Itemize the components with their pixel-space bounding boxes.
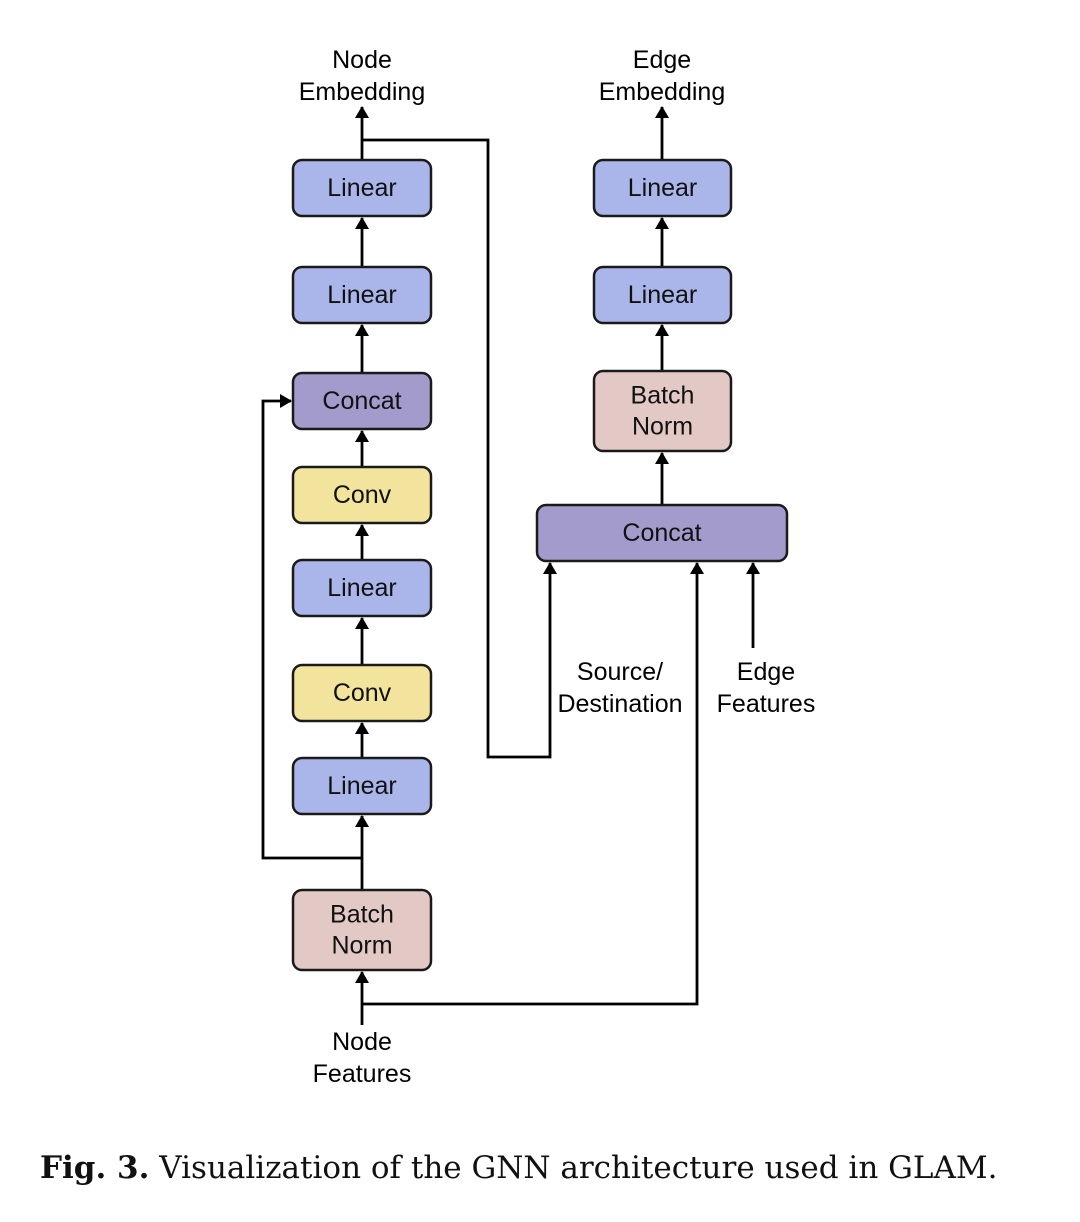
figure-caption: Fig. 3. Visualization of the GNN archite… <box>40 1150 1060 1186</box>
node-batch-norm-box <box>291 888 433 972</box>
node-linear-3-block: Linear <box>291 265 433 325</box>
node-embedding-label: Embedding <box>299 78 425 106</box>
node-linear-2-label: Linear <box>327 574 397 602</box>
gnn-architecture-diagram: BatchNormLinearConvLinearConvConcatLinea… <box>261 46 816 1088</box>
node-conv-2-box <box>291 465 433 525</box>
node-concat-block: Concat <box>291 371 433 431</box>
caption-prefix: Fig. 3. <box>40 1150 150 1186</box>
node-linear-2-block: Linear <box>291 558 433 618</box>
node-linear-1-label: Linear <box>327 772 397 800</box>
node-conv-1-label: Conv <box>333 679 392 707</box>
edge-features-label: Features <box>717 690 816 718</box>
node-conv-1-box <box>291 663 433 723</box>
node-concat-box <box>291 371 433 431</box>
edge-linear-1-block: Linear <box>592 265 733 325</box>
arrow-node-embedding-to-edge-concat <box>362 138 557 759</box>
node-linear-4-label: Linear <box>327 174 397 202</box>
blocks: BatchNormLinearConvLinearConvConcatLinea… <box>291 158 789 972</box>
edge-embedding-label: Embedding <box>599 78 725 106</box>
node-conv-2-label: Conv <box>333 481 392 509</box>
node-conv-1-block: Conv <box>291 663 433 723</box>
edge-linear-2-block: Linear <box>592 158 733 218</box>
node-linear-1-block: Linear <box>291 756 433 816</box>
node-linear-1-box <box>291 756 433 816</box>
edge-embedding-label: Edge <box>633 46 691 74</box>
node-features-label: Features <box>313 1060 412 1088</box>
edge-features-label: Edge <box>737 658 795 686</box>
node-linear-3-label: Linear <box>327 281 397 309</box>
node-linear-3-box <box>291 265 433 325</box>
node-linear-4-box <box>291 158 433 218</box>
edge-batch-norm-label: Batch <box>631 382 695 410</box>
edge-linear-1-label: Linear <box>628 281 698 309</box>
node-linear-4-block: Linear <box>291 158 433 218</box>
node-linear-2-box <box>291 558 433 618</box>
source-destination-label: Source/ <box>577 658 663 686</box>
edge-batch-norm-label: Norm <box>632 413 693 441</box>
edge-concat-block: Concat <box>535 503 789 563</box>
node-conv-2-block: Conv <box>291 465 433 525</box>
node-features-label: Node <box>332 1028 392 1056</box>
io-labels: NodeEmbeddingEdgeEmbeddingNodeFeaturesSo… <box>299 46 816 1088</box>
node-embedding-label: Node <box>332 46 392 74</box>
caption-text: Visualization of the GNN architecture us… <box>149 1150 998 1186</box>
node-concat-label: Concat <box>322 387 401 415</box>
edge-concat-label: Concat <box>622 519 701 547</box>
skip-connection-to-concat <box>261 394 362 860</box>
source-destination-label: Destination <box>557 690 682 718</box>
connectors <box>261 106 760 1025</box>
node-batch-norm-label: Batch <box>330 901 394 929</box>
edge-concat-box <box>535 503 789 563</box>
arrow-node-features-to-edge-concat <box>362 562 704 1006</box>
edge-batch-norm-box <box>592 369 733 453</box>
edge-linear-1-box <box>592 265 733 325</box>
node-batch-norm-label: Norm <box>331 932 392 960</box>
edge-linear-2-box <box>592 158 733 218</box>
edge-linear-2-label: Linear <box>628 174 698 202</box>
